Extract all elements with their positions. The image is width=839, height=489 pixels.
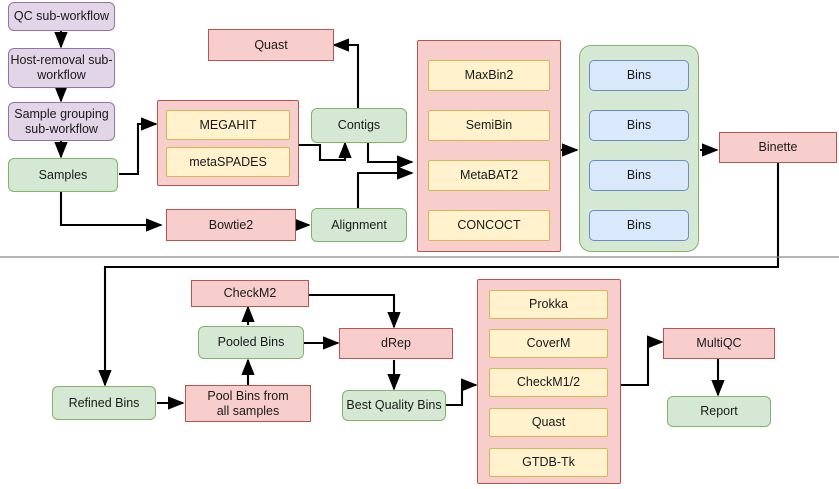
node-checkm1-2[interactable]: CheckM1/2 [489, 368, 608, 397]
edge-bestqualitybins-to-annotation [446, 378, 478, 407]
edge-contigs-to-binning [366, 143, 414, 169]
node-quast-bottom[interactable]: Quast [489, 408, 608, 437]
node-refined-bins[interactable]: Refined Bins [52, 386, 156, 420]
edge-samples-to-assembly [119, 117, 158, 176]
node-concoct[interactable]: CONCOCT [428, 210, 550, 241]
node-pooled-bins[interactable]: Pooled Bins [198, 326, 304, 359]
node-bowtie2[interactable]: Bowtie2 [166, 209, 296, 241]
node-qc-subworkflow[interactable]: QC sub-workflow [8, 2, 115, 31]
node-bins-1[interactable]: Bins [589, 60, 689, 91]
node-drep[interactable]: dRep [339, 328, 453, 359]
node-checkm2[interactable]: CheckM2 [191, 280, 309, 307]
edge-alignment-to-binning [356, 166, 414, 208]
node-bins-2[interactable]: Bins [589, 110, 689, 141]
node-megahit[interactable]: MEGAHIT [166, 110, 290, 140]
node-maxbin2[interactable]: MaxBin2 [428, 60, 550, 91]
node-alignment[interactable]: Alignment [311, 208, 407, 242]
node-host-removal-subworkflow[interactable]: Host-removal sub- workflow [8, 48, 115, 88]
node-prokka[interactable]: Prokka [489, 290, 608, 319]
edge-checkm2-to-drep [309, 293, 401, 329]
node-metabat2[interactable]: MetaBAT2 [428, 160, 550, 191]
edge-assembly-to-contigs [299, 141, 352, 162]
node-pool-bins-from-all-samples[interactable]: Pool Bins from all samples [185, 385, 311, 422]
node-samples[interactable]: Samples [8, 158, 118, 192]
node-quast-top[interactable]: Quast [208, 29, 334, 61]
edge-samples-to-bowtie2 [59, 192, 163, 232]
edge-contigs-to-quast [332, 38, 360, 108]
node-bins-4[interactable]: Bins [589, 210, 689, 241]
node-semibin[interactable]: SemiBin [428, 110, 550, 141]
node-report[interactable]: Report [667, 396, 771, 427]
node-bins-3[interactable]: Bins [589, 160, 689, 191]
node-metaspades[interactable]: metaSPADES [166, 147, 290, 177]
node-binette[interactable]: Binette [719, 132, 837, 163]
node-coverm[interactable]: CoverM [489, 329, 608, 358]
node-contigs[interactable]: Contigs [311, 108, 407, 143]
edge-annotation-to-multiqc [621, 335, 664, 387]
node-sample-grouping-subworkflow[interactable]: Sample grouping sub-workflow [8, 102, 115, 141]
node-multiqc[interactable]: MultiQC [663, 328, 775, 359]
node-best-quality-bins[interactable]: Best Quality Bins [342, 390, 446, 421]
node-gtdb-tk[interactable]: GTDB-Tk [489, 448, 608, 477]
